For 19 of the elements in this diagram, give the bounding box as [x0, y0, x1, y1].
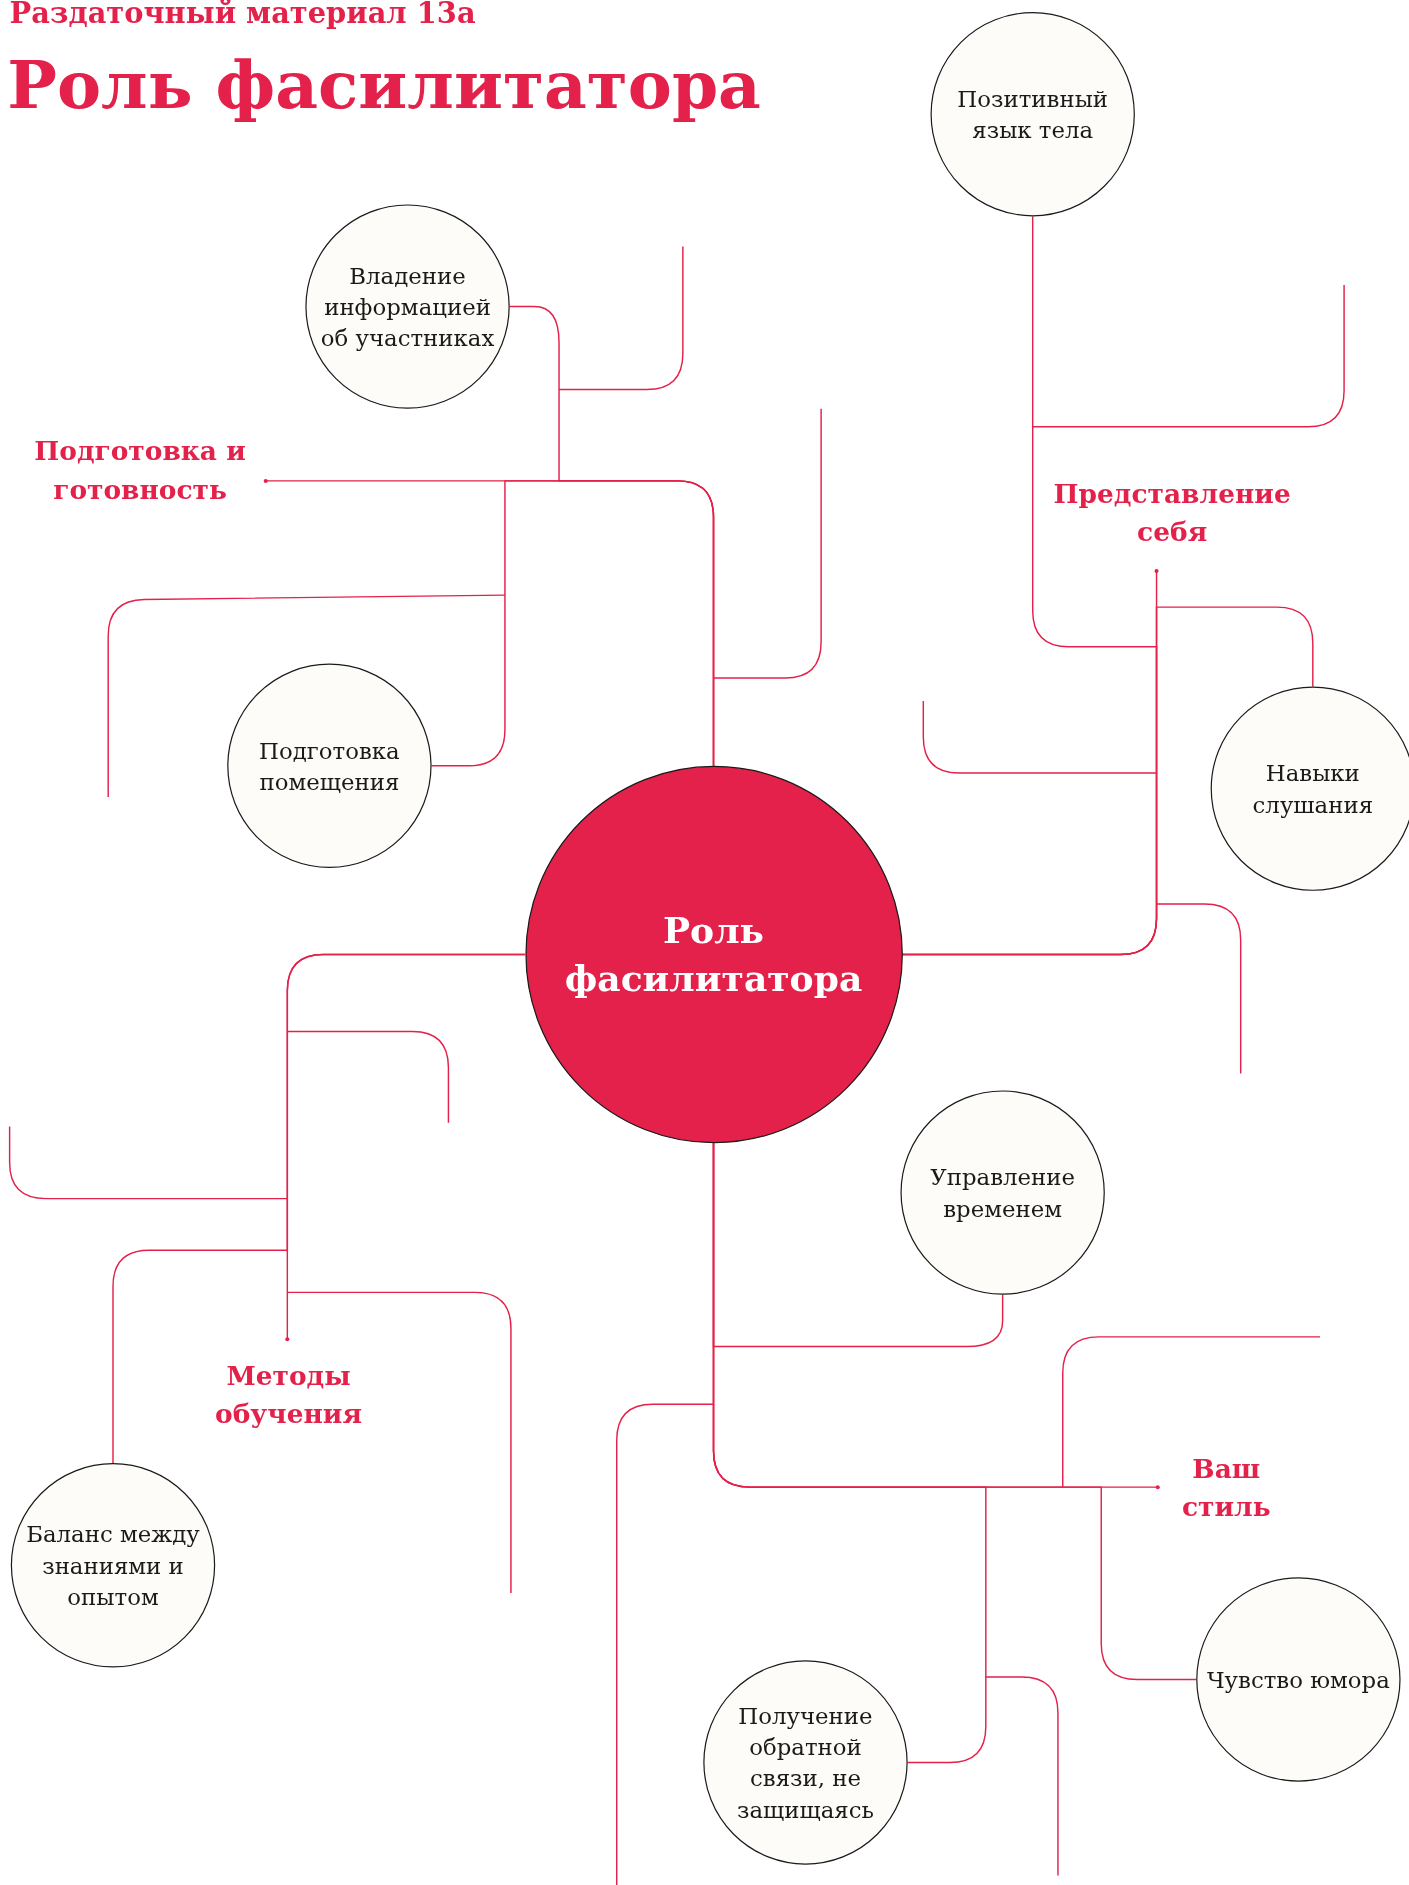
page-title: Роль фасилитатора — [7, 45, 761, 124]
topic-label: Навыки слушания — [1251, 758, 1375, 820]
branch-heading: Методы обучения — [180, 1339, 397, 1448]
topic-label: Получение обратной связи, не защищаясь — [735, 1700, 875, 1825]
topic-label: Владение информацией об участниках — [319, 260, 496, 354]
connector-line — [430, 480, 715, 767]
topic-label: Подготовка помещения — [258, 735, 401, 797]
topic-label: Чувство юмора — [1206, 1665, 1390, 1695]
topic-label: Позитивный язык тела — [956, 84, 1110, 146]
topic-label: Управление временем — [929, 1162, 1077, 1224]
branch-heading: Ваш стиль — [1157, 1449, 1290, 1547]
connector-line — [112, 953, 526, 1464]
connector-line — [712, 1142, 1197, 1681]
topic-label: Баланс между знаниями и опытом — [25, 1519, 201, 1612]
connector-line — [901, 606, 1314, 956]
branch-heading: Подготовка и готовность — [24, 432, 266, 529]
handout-number: Раздаточный материал 13а — [9, 0, 476, 31]
branch-heading: Представление себя — [1021, 474, 1323, 572]
topic-label: Роль фасилитатора — [563, 907, 864, 1002]
